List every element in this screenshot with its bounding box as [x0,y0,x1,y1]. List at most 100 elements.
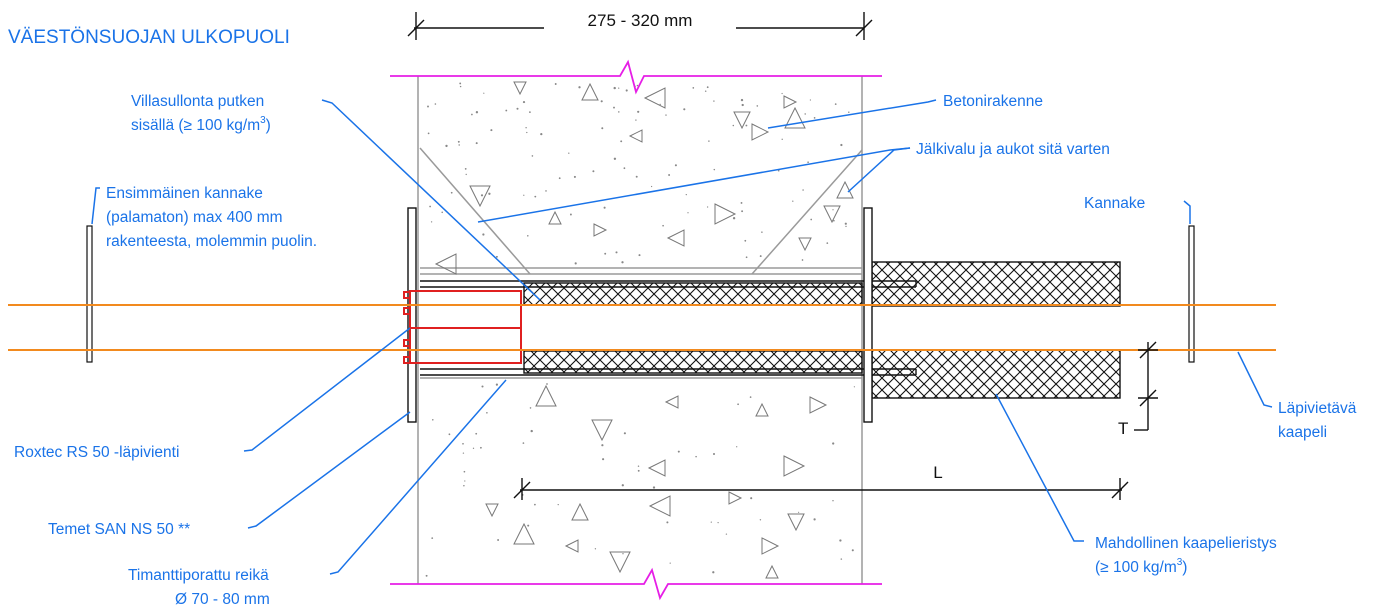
aggregate-dot [712,452,716,456]
aggregate-triangle [761,537,780,555]
aggregate-dot [759,519,762,521]
aggregate-dot [450,191,453,194]
aggregate-dot [801,259,804,261]
aggregate-dot [425,574,428,577]
aggregate-dot [441,211,443,214]
aggregate-dot [427,132,430,135]
page-title: VÄESTÖNSUOJAN ULKOPUOLI [8,27,290,48]
leader-lines [91,99,1273,575]
label-roxtec: Roxtec RS 50 -läpivienti [14,444,179,461]
aggregate-dot [434,103,437,105]
aggregate-triangle [548,210,562,225]
dimension-thickness: T [1118,341,1158,438]
aggregate-dot [792,200,794,202]
label-support: Kannake [1084,195,1145,212]
aggregate-dot [534,503,536,506]
support-left [86,225,93,363]
aggregate-triangle [664,395,679,409]
aggregate-dot [638,254,641,257]
aggregate-dot [695,455,697,458]
aggregate-dot [534,195,537,198]
aggregate-dot [625,89,628,92]
aggregate-dot [525,127,527,129]
aggregate-dot [732,124,735,127]
aggregate-dot [832,442,835,445]
aggregate-dot [471,113,473,116]
aggregate-dot [637,110,640,113]
aggregate-triangle [535,384,557,407]
aggregate-dot [618,87,620,89]
aggregate-dot [523,194,525,196]
label-concrete-structure: Betonirakenne [943,93,1043,110]
aggregate-dot [637,469,640,472]
aggregate-dot [601,444,604,447]
aggregate-triangle [593,223,608,237]
aggregate-dot [458,144,460,146]
aggregate-dot [527,235,529,237]
aggregate-dot [480,194,484,197]
aggregate-dot [531,155,534,157]
aggregate-dot [432,419,434,421]
aggregate-dot [802,189,804,191]
aggregate-dot [650,185,653,188]
aggregate-triangle [564,539,579,553]
aggregate-dot [463,485,465,487]
aggregate-dot [804,113,806,115]
aggregate-dot [706,206,709,208]
aggregate-dot [736,446,738,448]
label-cable-insulation: Mahdollinen kaapelieristys (≥ 100 kg/m3) [1095,535,1281,576]
aggregate-dot [708,140,710,142]
aggregate-dot [459,82,462,85]
aggregate-triangle [714,203,737,225]
aggregate-dot [851,549,854,552]
aggregate-dot [798,511,800,513]
roxtec-seal [403,290,522,364]
aggregate-dot [685,193,687,196]
aggregate-dot [465,173,467,176]
aggregate-dot [745,256,748,259]
aggregate-dot [529,111,531,113]
aggregate-dot [635,175,638,178]
aggregate-triangle [609,551,631,574]
aggregate-dot [759,255,762,258]
aggregate-dot [844,222,847,225]
dimension-wall-thickness-text: 275 - 320 mm [588,11,693,30]
aggregate-dot [546,383,548,385]
aggregate-dot [497,539,500,541]
break-line-bottom [390,567,882,601]
pipe-sleeve [420,280,917,376]
aggregate-dot [457,140,460,143]
label-drilled-hole: Timanttiporattu reikä Ø 70 - 80 mm [128,567,273,608]
concrete-wall [417,76,863,584]
aggregate-dot [662,224,664,227]
aggregate-dot [480,446,482,449]
aggregate-dot [704,90,707,92]
aggregate-dot [659,103,661,106]
aggregate-dot [495,255,498,258]
aggregate-dot [618,111,620,113]
aggregate-triangle [783,95,798,109]
aggregate-dot [526,131,528,134]
aggregate-dot [777,169,780,172]
aggregate-dot [557,503,559,506]
aggregate-triangle [591,419,613,442]
aggregate-dot [834,103,837,105]
aggregate-dot [737,403,739,406]
aggregate-triangle [787,513,805,532]
aggregate-dot [475,142,478,145]
aggregate-dot [568,152,570,154]
aggregate-dot [683,108,686,111]
aggregate-dot [475,432,478,435]
aggregate-triangle [783,455,806,477]
aggregate-dot [692,87,695,89]
label-cable: Läpivietävä kaapeli [1278,400,1361,441]
break-line-top [390,59,882,95]
aggregate-dot [592,170,595,173]
aggregate-triangle [513,522,535,545]
aggregate-triangle [784,106,806,129]
cable-insulation [871,261,1121,399]
aggregate-dot [744,239,747,242]
aggregate-triangle [581,82,599,101]
aggregate-dot [713,168,716,171]
